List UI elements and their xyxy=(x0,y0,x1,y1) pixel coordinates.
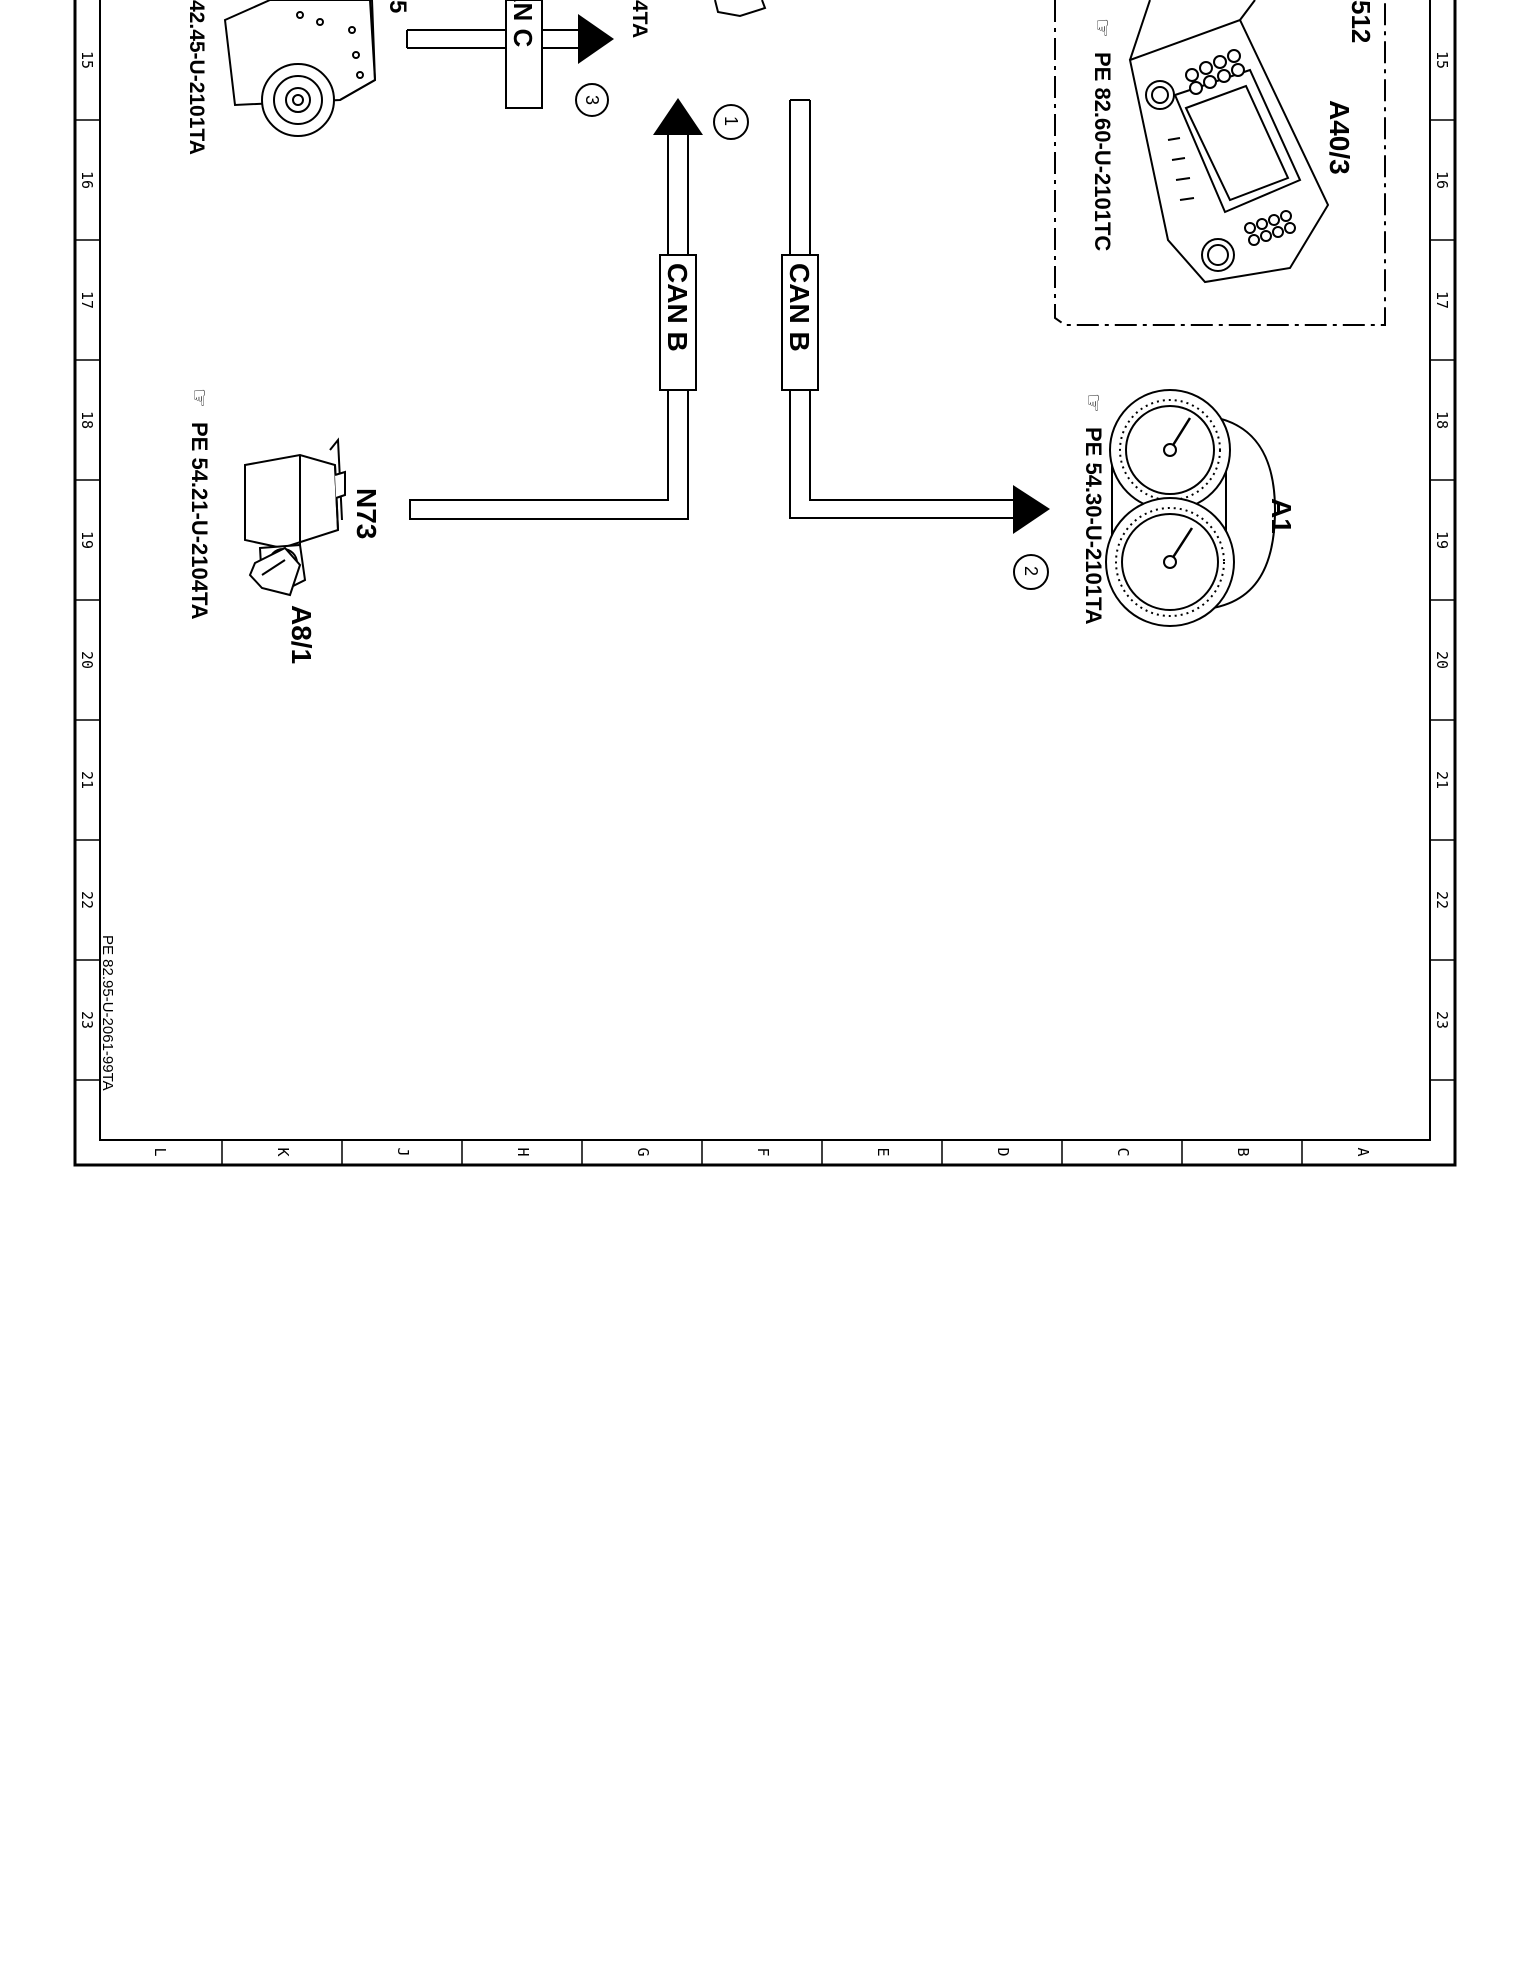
a40-3-ref: PE 82.60-U-2101TC xyxy=(1090,52,1115,251)
marker-3: 3 xyxy=(582,95,602,105)
can-c-tag xyxy=(505,0,543,109)
column-letter: D xyxy=(994,1147,1012,1156)
hand-ref-icon: ☞ xyxy=(1090,18,1115,38)
row-number-right: 15 xyxy=(1433,51,1451,69)
instrument-cluster-illustration xyxy=(1105,389,1277,627)
left-ruler xyxy=(75,119,100,1081)
row-number-right: 17 xyxy=(1433,291,1451,309)
can-c-arrow xyxy=(578,14,614,64)
a8-1-code: A8/1 xyxy=(286,605,317,664)
cockpit-management-unit-illustration xyxy=(1128,0,1330,284)
can-c-label: CAN C xyxy=(508,0,538,48)
n73-code: N73 xyxy=(351,488,382,539)
can-b-left-tag xyxy=(659,254,697,391)
row-number-right: 20 xyxy=(1433,651,1451,669)
a1-ref: PE 54.30-U-2101TA xyxy=(1081,427,1106,625)
a40-3-code: A40/3 xyxy=(1324,100,1355,175)
hand-ref-icon: ☞ xyxy=(1081,393,1106,413)
row-number-right: 21 xyxy=(1433,771,1451,789)
component-ref-partial: 42.45-U-2101TA xyxy=(185,0,208,155)
marker-3-circle xyxy=(575,83,609,117)
can-b-left-arrow xyxy=(653,98,703,135)
marker-1-circle xyxy=(713,104,749,140)
column-letter: G xyxy=(634,1147,652,1156)
marker-1: 1 xyxy=(721,116,741,126)
right-row-numbers: 15 16 17 18 19 20 21 22 23 xyxy=(1433,51,1451,1029)
column-letter: B xyxy=(1234,1147,1252,1156)
column-letter: L xyxy=(151,1147,169,1156)
row-number-left: 19 xyxy=(78,531,96,549)
a40-3-dashed-box xyxy=(1054,0,1386,326)
row-number-left: 22 xyxy=(78,891,96,909)
row-number-right: 19 xyxy=(1433,531,1451,549)
a1-code: A1 xyxy=(1266,498,1297,534)
left-row-numbers: 15 16 17 18 19 20 21 22 23 xyxy=(78,51,96,1029)
can-b-right-label: CAN B xyxy=(784,263,815,352)
component-code-partial-right: 512 xyxy=(1346,0,1376,43)
can-b-right-line xyxy=(789,99,1015,519)
row-number-right: 18 xyxy=(1433,411,1451,429)
can-b-right-tag xyxy=(781,254,819,391)
ignition-switch-illustration xyxy=(244,437,346,597)
component-code-partial: 5 xyxy=(384,0,411,13)
row-number-left: 16 xyxy=(78,171,96,189)
can-b-left-line xyxy=(409,128,689,520)
column-letter: C xyxy=(1114,1147,1132,1156)
bottom-column-letters: L K J H G F E D C B A xyxy=(151,1147,1372,1156)
column-letter: E xyxy=(874,1147,892,1156)
row-number-right: 22 xyxy=(1433,891,1451,909)
hand-ref-icon: ☞ xyxy=(187,388,212,408)
row-number-left: 23 xyxy=(78,1011,96,1029)
can-b-left-label: CAN B xyxy=(662,263,693,352)
can-b-right-arrow xyxy=(1013,485,1050,534)
bottom-ruler xyxy=(221,1140,1303,1165)
row-number-left: 20 xyxy=(78,651,96,669)
column-letter: K xyxy=(274,1147,292,1156)
column-letter: F xyxy=(754,1147,772,1156)
right-ruler xyxy=(1430,119,1455,1081)
drawing-frame xyxy=(73,0,1457,1167)
component-ref-partial-mid: 4TA xyxy=(628,0,651,38)
row-number-right: 23 xyxy=(1433,1011,1451,1029)
row-number-left: 18 xyxy=(78,411,96,429)
row-number-left: 17 xyxy=(78,291,96,309)
partial-component-outline xyxy=(714,0,767,18)
drawing-id: PE 82.95-U-2061-99TA xyxy=(99,935,116,1091)
row-number-left: 21 xyxy=(78,771,96,789)
brake-module-illustration xyxy=(223,0,377,137)
marker-2-circle xyxy=(1013,554,1049,590)
n73-ref: PE 54.21-U-2104TA xyxy=(187,422,212,620)
column-letter: J xyxy=(394,1147,412,1156)
row-number-left: 15 xyxy=(78,51,96,69)
can-c-line xyxy=(406,29,580,49)
column-letter: H xyxy=(514,1147,532,1156)
row-number-right: 16 xyxy=(1433,171,1451,189)
marker-2: 2 xyxy=(1021,566,1041,576)
column-letter: A xyxy=(1354,1147,1372,1156)
